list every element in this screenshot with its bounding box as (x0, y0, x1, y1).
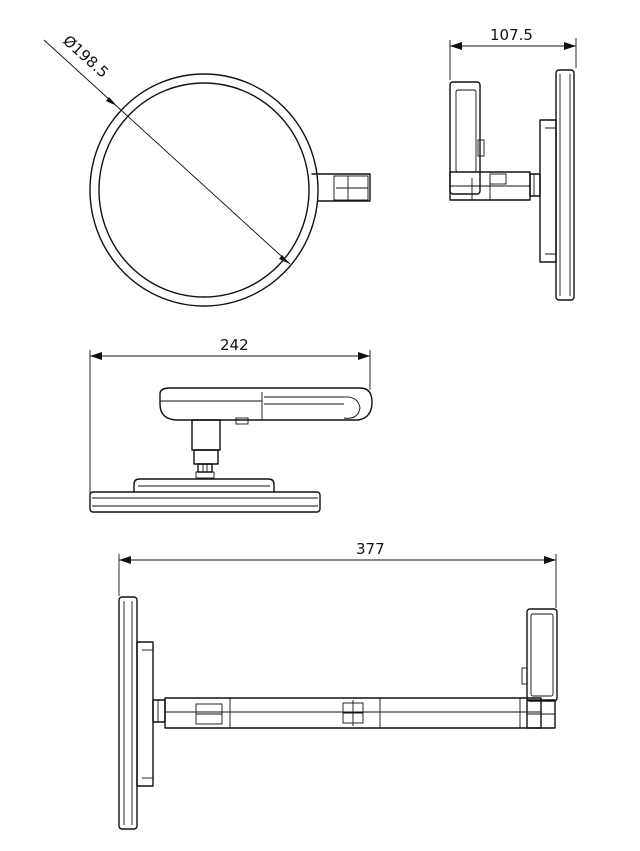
total-length-dimension: 377 (118, 540, 557, 608)
front-width-dimension: 242 (89, 336, 371, 496)
front-view-bracket (311, 173, 371, 202)
side-depth-dimension-label: 107.5 (490, 26, 533, 44)
mirror-rim-inner (98, 82, 310, 298)
diameter-dimension: Ø198.5 (43, 32, 291, 265)
side-depth-dimension: 107.5 (449, 26, 577, 80)
diameter-dimension-label: Ø198.5 (59, 32, 112, 82)
mirror-top-view: 242 (89, 336, 373, 513)
mirror-front-view: Ø198.5 (43, 32, 371, 307)
front-width-dimension-label: 242 (220, 336, 249, 354)
mirror-extended-view: 377 (118, 540, 558, 830)
mirror-rim-outer (89, 73, 319, 307)
total-length-dimension-label: 377 (356, 540, 385, 558)
mirror-side-view: 107.5 (449, 26, 577, 301)
